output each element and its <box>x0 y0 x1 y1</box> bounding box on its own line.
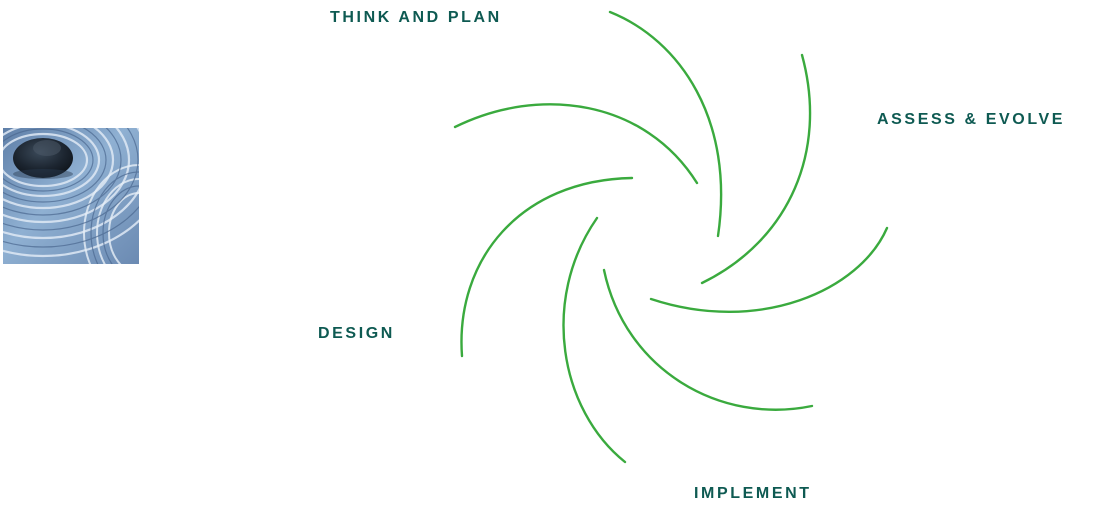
zen-garden-image <box>3 128 139 264</box>
arc-implement-inner <box>562 216 627 464</box>
arc-think-plan-inner <box>453 103 699 185</box>
arc-design-outer <box>460 176 634 358</box>
stage-think-and-plan: THINK AND PLAN <box>330 9 502 26</box>
arc-assess-inner <box>649 226 889 313</box>
stage-assess-and-evolve: ASSESS & EVOLVE <box>877 111 1066 128</box>
stage-implement: IMPLEMENT <box>694 485 812 502</box>
stage-design: DESIGN <box>318 325 395 342</box>
arc-think-plan-outer <box>608 10 723 238</box>
arc-assess-outer <box>700 53 812 285</box>
arc-implement-outer <box>602 268 814 411</box>
